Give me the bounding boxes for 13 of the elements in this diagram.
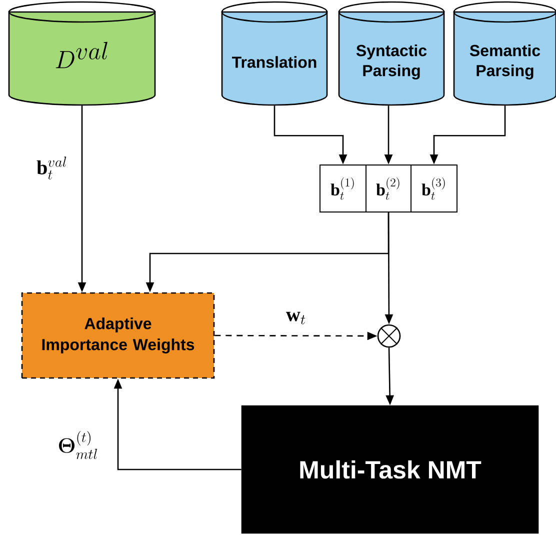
vector-cell: $\mathbf{b}_t^{(1)}$ <box>320 164 366 212</box>
database-cylinder: Semantic Parsing <box>453 1 556 106</box>
edge-label: $\mathbf{b}_t^{val}$ <box>36 156 68 180</box>
edge-label: $\mathbf{w}_t$ <box>285 310 308 326</box>
database-cylinder: $D^{val}$ <box>8 1 156 106</box>
process-box: Adaptive Importance Weights <box>21 292 215 379</box>
database-cylinder: Translation <box>221 1 328 106</box>
database-cylinder: Syntactic Parsing <box>338 1 445 106</box>
vector-cell: $\mathbf{b}_t^{(2)}$ <box>366 164 412 212</box>
multiply-circle <box>377 324 401 348</box>
model-box: Multi-Task NMT <box>241 405 539 534</box>
vector-cell: $\mathbf{b}_t^{(3)}$ <box>410 164 458 212</box>
edge-label: $\boldsymbol{\Theta}_{mtl}^{(t)}$ <box>56 430 100 460</box>
